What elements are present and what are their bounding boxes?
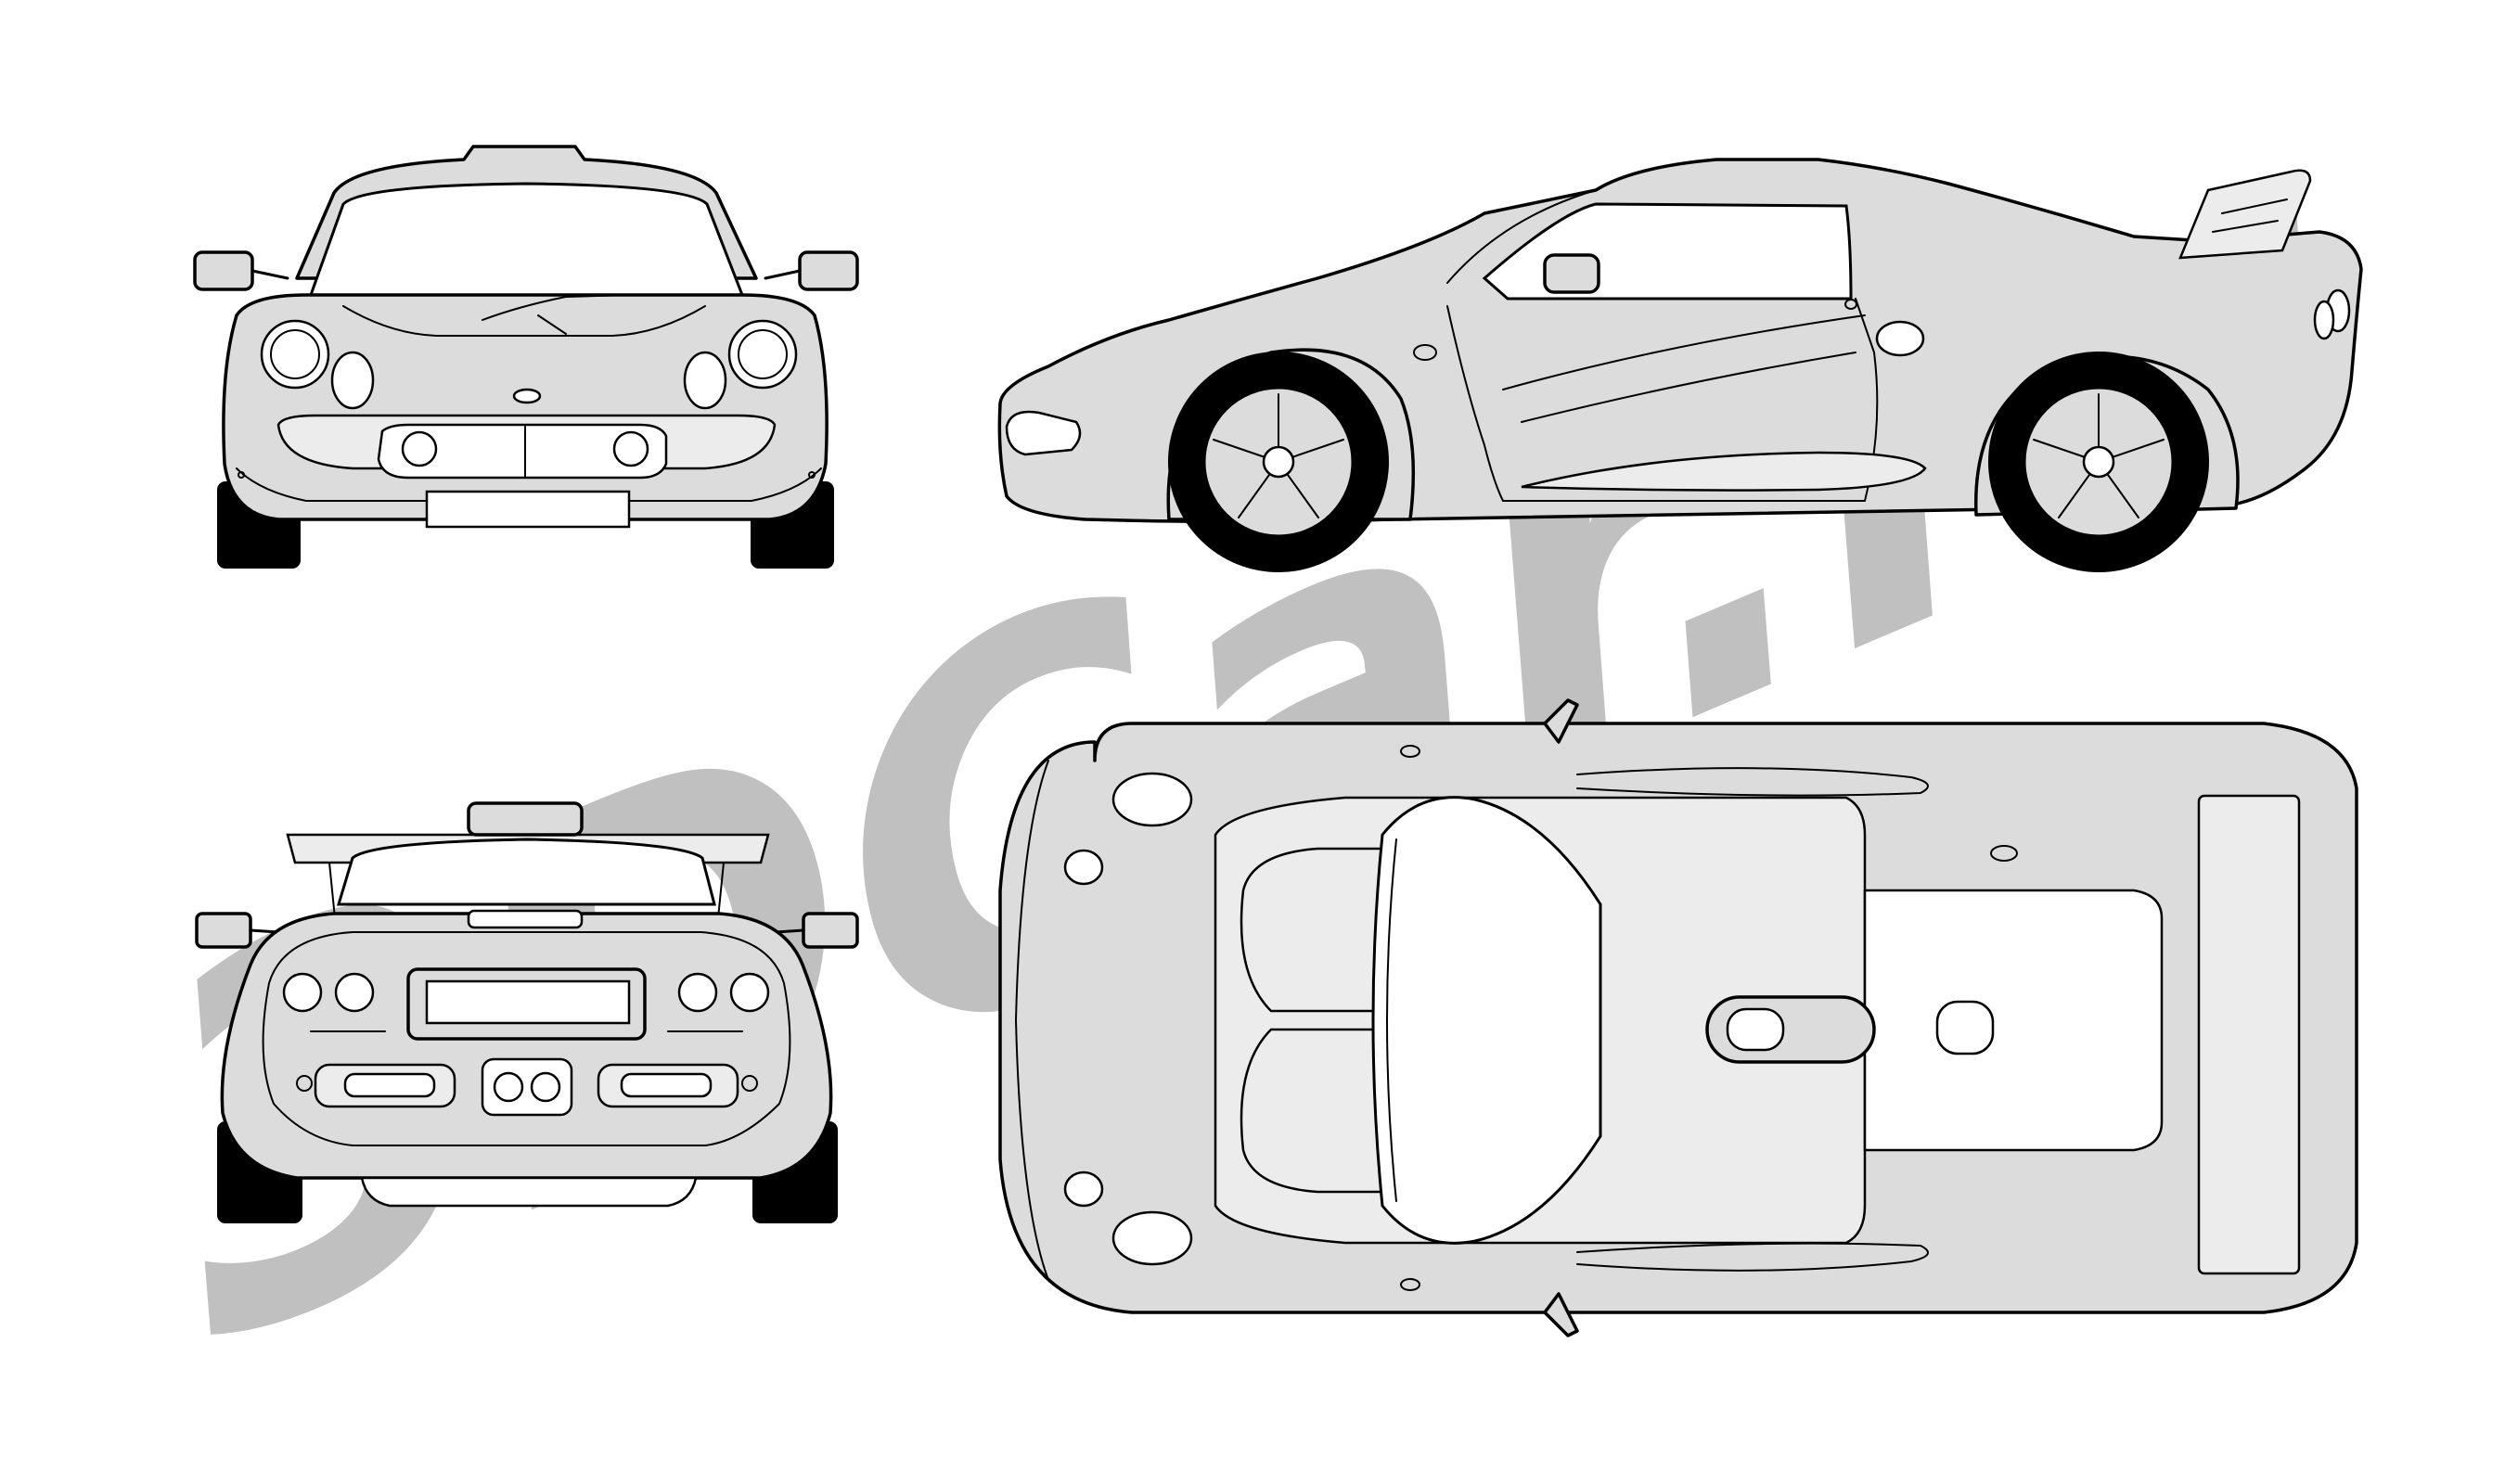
front-left-indicator: [330, 351, 375, 410]
top-windscreen: [1371, 796, 1602, 1245]
side-rear-spokes: [2033, 393, 2165, 518]
side-view: [997, 158, 2363, 572]
top-right-mirror: [1543, 1292, 1579, 1337]
rear-body: [220, 912, 833, 1180]
top-right-headlamp: [1111, 1210, 1193, 1266]
top-left-indicator: [1063, 849, 1104, 886]
rear-exhaust-right: [530, 1071, 561, 1103]
front-plate: [425, 490, 631, 529]
rear-view: [195, 801, 859, 1223]
top-left-headlamp: [1111, 772, 1193, 827]
rear-plate: [425, 979, 631, 1025]
side-front-spokes: [1213, 393, 1344, 518]
rear-exhaust-left: [493, 1071, 524, 1103]
top-right-indicator: [1063, 1171, 1104, 1208]
front-right-foglamp: [612, 430, 649, 467]
rear-lamp-1: [282, 972, 323, 1013]
rear-lamp-2: [334, 972, 375, 1013]
side-fuel-cap: [1875, 320, 1925, 357]
front-badge: [512, 388, 542, 404]
rear-lamp-3: [677, 972, 718, 1013]
side-door: [1446, 298, 1879, 502]
top-fuel-cap: [1935, 1000, 1995, 1055]
top-left-mirror: [1543, 698, 1579, 744]
front-left-foglamp: [401, 430, 438, 467]
side-intake: [1521, 451, 1927, 492]
rear-right-mirror: [802, 912, 859, 949]
top-view: [998, 698, 2358, 1337]
front-right-indicator: [683, 351, 727, 410]
side-mirror: [1543, 253, 1600, 294]
top-engine-cover: [1863, 889, 2164, 1152]
front-left-mirror: [193, 250, 254, 291]
side-rear-wing: [2178, 169, 2312, 260]
rear-left-mirror: [195, 912, 252, 949]
rear-lamp-4: [729, 972, 770, 1013]
top-rear-wing: [2197, 794, 2301, 1275]
front-windscreen: [308, 182, 745, 297]
front-view: [193, 145, 859, 569]
rear-screen: [336, 838, 716, 906]
front-right-mirror: [798, 250, 859, 291]
side-headlamp: [1005, 410, 1082, 456]
